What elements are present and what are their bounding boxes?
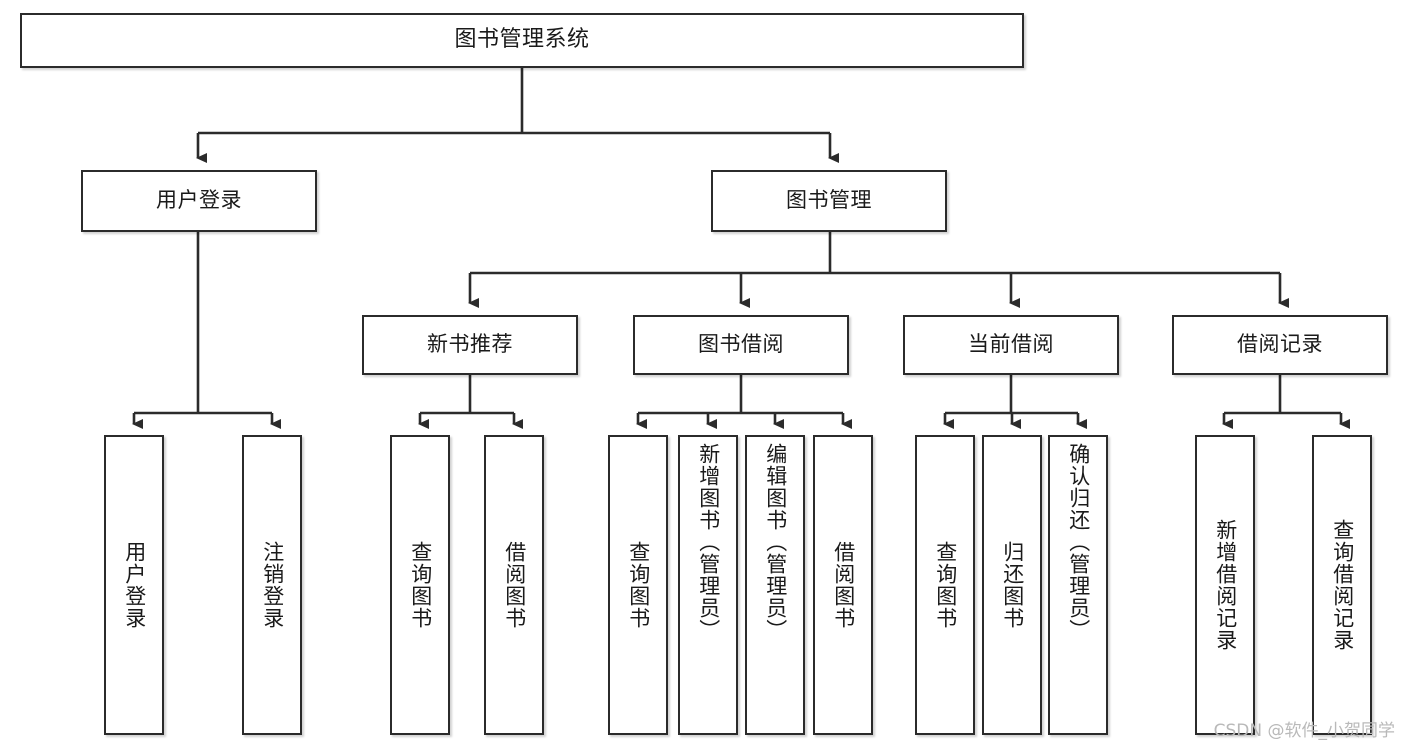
node-label: 图书借阅: [698, 332, 784, 357]
node-current-borrowing[interactable]: 当前借阅: [903, 315, 1119, 375]
node-label: 注销登录: [260, 541, 285, 629]
leaf-logout[interactable]: 注销登录: [242, 435, 302, 735]
node-new-book-recommendation[interactable]: 新书推荐: [362, 315, 578, 375]
node-label: 编辑图书（管理员）: [763, 443, 788, 641]
node-label: 查询借阅记录: [1330, 519, 1355, 651]
node-label: 图书管理系统: [454, 27, 590, 53]
leaf-query-books-current[interactable]: 查询图书: [915, 435, 975, 735]
node-label: 借阅图书: [831, 541, 856, 629]
leaf-query-books-borrow[interactable]: 查询图书: [608, 435, 668, 735]
node-label: 新增借阅记录: [1213, 519, 1238, 651]
leaf-borrow-books-borrow[interactable]: 借阅图书: [813, 435, 873, 735]
leaf-query-borrow-record[interactable]: 查询借阅记录: [1312, 435, 1372, 735]
node-label: 确认归还（管理员）: [1066, 443, 1091, 641]
node-label: 用户登录: [122, 541, 147, 629]
watermark-text: CSDN @软件_小贺同学: [1213, 721, 1395, 741]
leaf-query-books-newbook[interactable]: 查询图书: [390, 435, 450, 735]
node-label: 查询图书: [408, 541, 433, 629]
node-label: 归还图书: [1000, 541, 1025, 629]
leaf-edit-book-admin[interactable]: 编辑图书（管理员）: [745, 435, 805, 735]
node-label: 当前借阅: [968, 332, 1054, 357]
leaf-confirm-return-admin[interactable]: 确认归还（管理员）: [1048, 435, 1108, 735]
leaf-user-login[interactable]: 用户登录: [104, 435, 164, 735]
node-label: 新书推荐: [427, 332, 513, 357]
node-label: 图书管理: [786, 188, 872, 213]
node-borrow-records[interactable]: 借阅记录: [1172, 315, 1388, 375]
node-label: 借阅记录: [1237, 332, 1323, 357]
node-label: 查询图书: [933, 541, 958, 629]
leaf-add-borrow-record[interactable]: 新增借阅记录: [1195, 435, 1255, 735]
leaf-return-books[interactable]: 归还图书: [982, 435, 1042, 735]
node-book-borrowing[interactable]: 图书借阅: [633, 315, 849, 375]
node-label: 新增图书（管理员）: [696, 443, 721, 641]
node-label: 查询图书: [626, 541, 651, 629]
node-book-management[interactable]: 图书管理: [711, 170, 947, 232]
node-label: 借阅图书: [502, 541, 527, 629]
node-label: 用户登录: [156, 188, 242, 213]
leaf-add-book-admin[interactable]: 新增图书（管理员）: [678, 435, 738, 735]
leaf-borrow-books-newbook[interactable]: 借阅图书: [484, 435, 544, 735]
node-book-management-system[interactable]: 图书管理系统: [20, 13, 1024, 68]
node-user-login[interactable]: 用户登录: [81, 170, 317, 232]
